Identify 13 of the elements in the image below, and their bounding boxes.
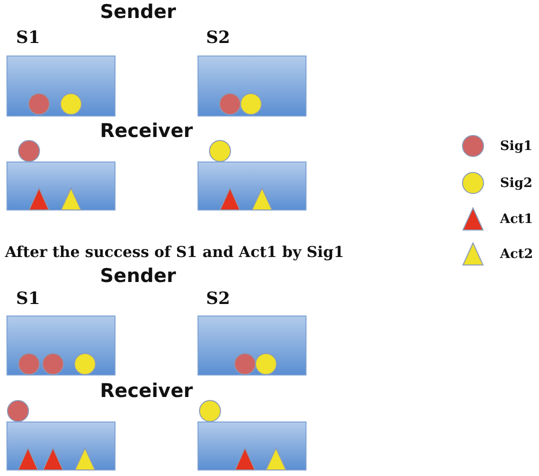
- heading: Receiver: [100, 122, 193, 141]
- heading: Sender: [100, 267, 176, 286]
- caption: After the success of S1 and Act1 by Sig1: [5, 245, 344, 260]
- heading: Receiver: [100, 382, 193, 401]
- legend-label: Act1: [500, 213, 534, 226]
- legend-label: Sig2: [500, 177, 532, 190]
- legend-label: Sig1: [500, 140, 532, 153]
- heading: Sender: [100, 3, 176, 22]
- panel-label: S2: [206, 291, 230, 308]
- panel-label: S1: [16, 291, 40, 308]
- panel-label: S2: [206, 30, 230, 47]
- panel-label: S1: [16, 30, 40, 47]
- legend-label: Act2: [500, 248, 534, 261]
